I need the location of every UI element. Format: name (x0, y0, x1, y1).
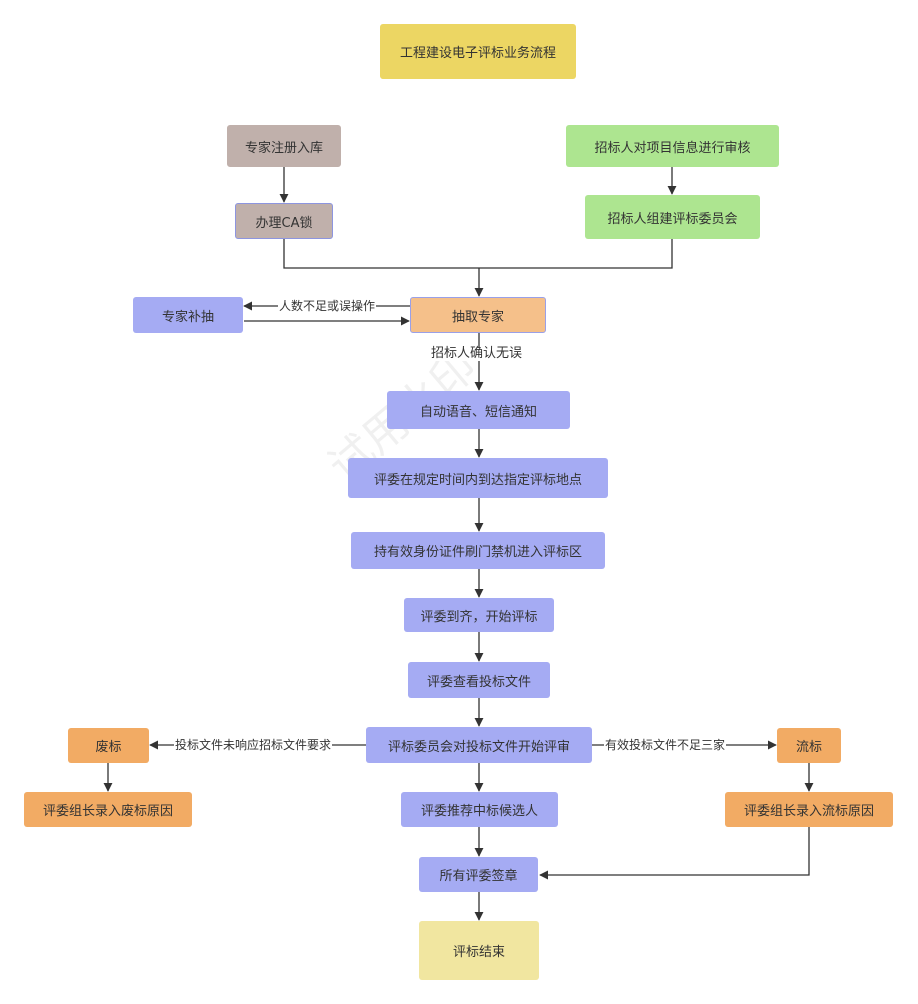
node-expert-register: 专家注册入库 (227, 125, 341, 167)
label-insufficient: 人数不足或误操作 (278, 299, 377, 313)
node-id-gate: 持有效身份证件刷门禁机进入评标区 (351, 532, 605, 569)
edge-ca-merge (283, 239, 479, 269)
node-failed-reason: 评委组长录入流标原因 (725, 792, 893, 827)
diagram-title: 工程建设电子评标业务流程 (380, 24, 576, 79)
label-not-responsive: 投标文件未响应招标文件要求 (174, 738, 333, 752)
label-less-than-three: 有效投标文件不足三家 (604, 738, 727, 752)
node-draw-experts: 抽取专家 (410, 297, 546, 333)
node-failed-bid: 流标 (777, 728, 841, 763)
node-sign: 所有评委签章 (419, 857, 538, 892)
node-auto-notify: 自动语音、短信通知 (387, 391, 570, 429)
node-recommend: 评委推荐中标候选人 (401, 792, 558, 827)
label-confirmed: 招标人确认无误 (430, 346, 524, 361)
edge-failed-reason-to-sign (539, 827, 810, 880)
node-committee-review: 评标委员会对投标文件开始评审 (366, 727, 592, 763)
node-tenderer-review: 招标人对项目信息进行审核 (566, 125, 779, 167)
node-view-files: 评委查看投标文件 (408, 662, 550, 698)
node-void-bid: 废标 (68, 728, 149, 763)
node-start-eval: 评委到齐，开始评标 (404, 598, 554, 632)
node-ca-lock: 办理CA锁 (235, 203, 333, 239)
node-end: 评标结束 (419, 921, 539, 980)
node-void-reason: 评委组长录入废标原因 (24, 792, 192, 827)
edge-committee-merge (479, 239, 673, 269)
node-arrive-location: 评委在规定时间内到达指定评标地点 (348, 458, 608, 498)
node-supplement-draw: 专家补抽 (133, 297, 243, 333)
node-form-committee: 招标人组建评标委员会 (585, 195, 760, 239)
